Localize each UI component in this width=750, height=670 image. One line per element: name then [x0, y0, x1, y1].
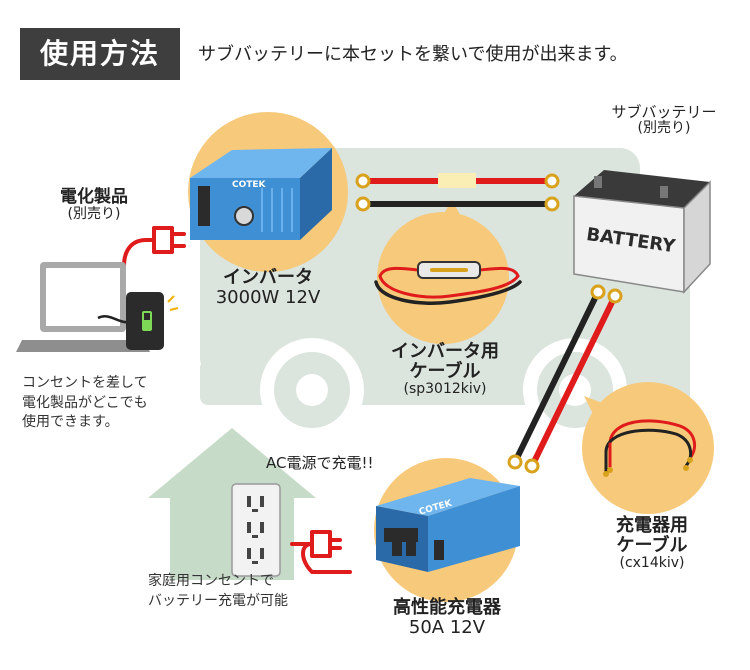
inverter-cable-model: (sp3012kiv)	[403, 381, 487, 398]
section-tag: 使用方法	[20, 28, 180, 80]
home-note-line2: バッテリー充電が可能	[148, 592, 288, 609]
inverter-illustration	[190, 148, 332, 240]
inverter-label: インバータ 3000W 12V	[196, 267, 340, 309]
battery-charger-cables	[507, 284, 623, 474]
inverter-cable-name1: インバータ用	[391, 341, 499, 362]
subbattery-label: サブバッテリー (別売り)	[594, 104, 734, 136]
charger-spec: 50A 12V	[408, 617, 486, 639]
electronics-sub: (別売り)	[67, 206, 121, 223]
charger-circle	[374, 458, 520, 602]
home-note-line1: 家庭用コンセントで	[148, 573, 274, 589]
charger-illustration	[376, 478, 520, 572]
ac-charge-note: AC電源で充電!!	[266, 454, 374, 472]
usage-note-line3: 使用できます。	[22, 414, 119, 431]
inverter-name: インバータ	[223, 267, 313, 288]
inverter-cable-name2: ケーブル	[409, 361, 481, 383]
inverter-cable-label: インバータ用 ケーブル (sp3012kiv)	[370, 341, 520, 398]
charger-cable-model: (cx14kiv)	[619, 555, 685, 572]
battery-illustration	[573, 170, 711, 294]
charger-name: 高性能充電器	[393, 597, 501, 618]
smartphone-icon	[97, 292, 179, 350]
usage-note: コンセントを差して 電化製品がどこでも 使用できます。	[22, 374, 148, 433]
charger-cable-illustration	[603, 419, 697, 477]
inverter-battery-cables	[355, 173, 560, 212]
charger-cable-name1: 充電器用	[616, 515, 688, 536]
subbattery-sub: (別売り)	[637, 119, 691, 136]
truck-wheels	[260, 338, 627, 442]
usage-note-line2: 電化製品がどこでも	[22, 394, 148, 411]
charger-plug-icon	[290, 530, 352, 574]
wall-outlet-icon	[231, 483, 281, 577]
inverter-spec: 3000W 12V	[215, 287, 321, 309]
usage-note-line1: コンセントを差して	[22, 375, 148, 391]
section-description: サブバッテリーに本セットを繋いで使用が出来ます。	[198, 44, 628, 65]
inverter-brand-label: COTEK	[232, 180, 266, 190]
device-plug-icon	[122, 226, 186, 268]
subbattery-title: サブバッテリー	[611, 103, 717, 121]
charger-label: 高性能充電器 50A 12V	[372, 597, 522, 639]
laptop-icon	[16, 262, 150, 352]
inverter-circle	[188, 112, 348, 272]
electronics-title: 電化製品	[60, 187, 128, 207]
charger-cable-circle	[582, 382, 714, 514]
electronics-label: 電化製品 (別売り)	[44, 187, 144, 223]
charger-cable-name2: ケーブル	[616, 535, 688, 557]
inverter-cable-illustration	[374, 261, 522, 305]
charger-cable-label: 充電器用 ケーブル (cx14kiv)	[592, 515, 712, 572]
home-outlet-note: 家庭用コンセントで バッテリー充電が可能	[148, 572, 288, 611]
inverter-cable-circle	[374, 200, 522, 344]
